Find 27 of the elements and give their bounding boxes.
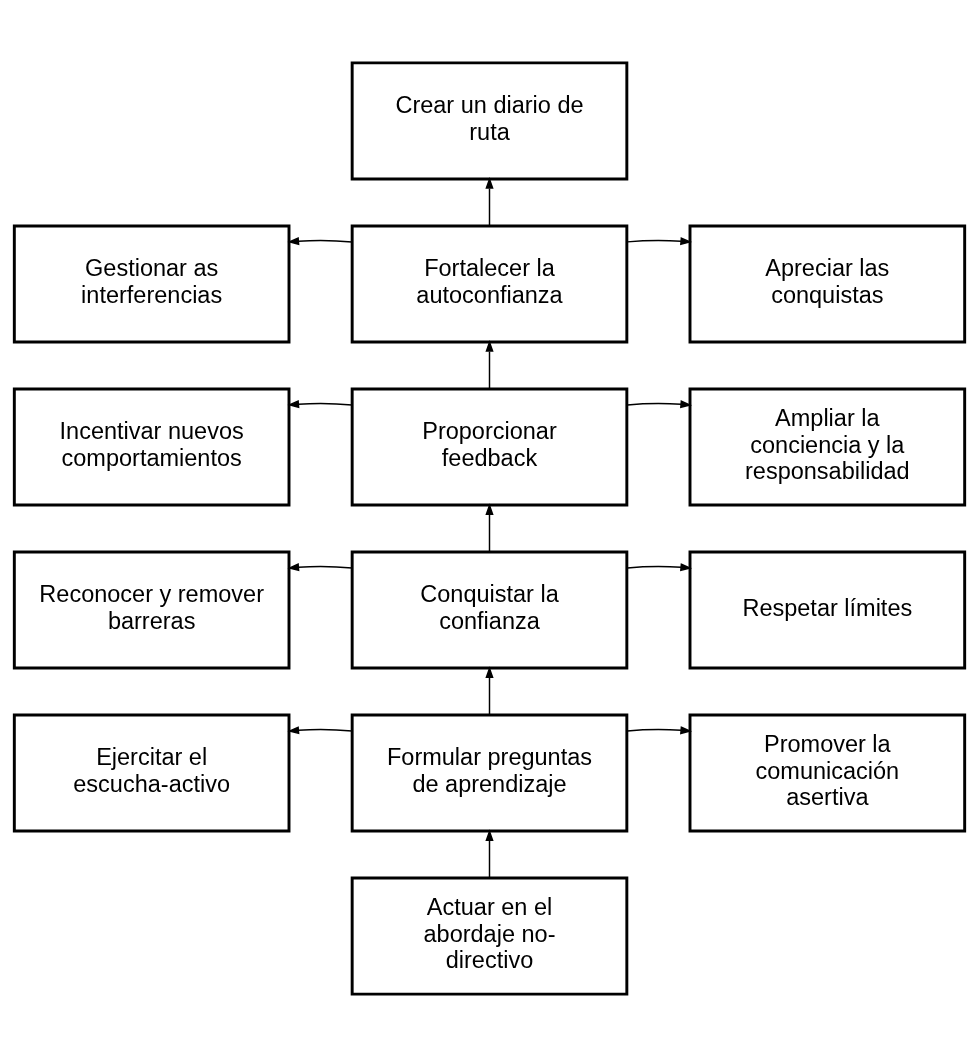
node-box: Gestionar as interferencias xyxy=(12,223,291,343)
node-box: Actuar en el abordaje no-directivo xyxy=(350,876,629,996)
arrow xyxy=(485,176,494,226)
arrow xyxy=(287,399,353,408)
node-box: Ejercitar el escucha-activo xyxy=(12,713,291,833)
node-box: Promover la comunicación asertiva xyxy=(688,713,967,833)
node-box: Ampliar la conciencia y la responsabilidad xyxy=(688,387,967,506)
node-box: Fortalecer la autoconfianza xyxy=(350,223,629,343)
arrow xyxy=(626,236,693,245)
arrow xyxy=(485,502,494,553)
arrow xyxy=(287,562,353,571)
arrow xyxy=(287,725,353,734)
arrow xyxy=(485,828,494,879)
node-box: Respetar límites xyxy=(688,550,967,669)
node-box: Crear un diario de ruta xyxy=(350,60,629,180)
arrow xyxy=(626,725,693,734)
node-box: Proporcionar feedback xyxy=(350,387,629,506)
node-box: Conquistar la confianza xyxy=(350,550,629,669)
node-box: Reconocer y remover barreras xyxy=(12,550,291,669)
arrow xyxy=(287,236,353,245)
node-box: Formular preguntas de aprendizaje xyxy=(350,713,629,833)
node-box: Apreciar las conquistas xyxy=(688,223,967,343)
arrow xyxy=(485,665,494,716)
arrow xyxy=(626,562,693,571)
arrow xyxy=(485,339,494,390)
node-box: Incentivar nuevos comportamientos xyxy=(12,387,291,506)
arrow xyxy=(626,399,693,408)
